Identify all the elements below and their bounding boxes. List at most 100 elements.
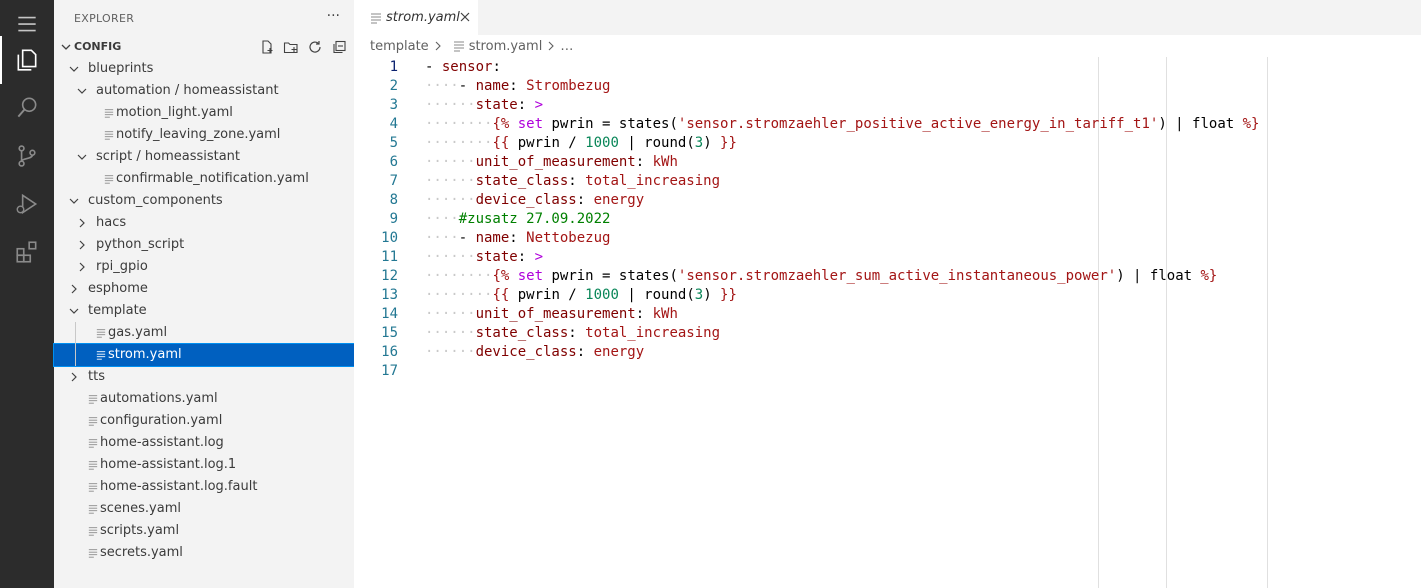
search-icon[interactable] [0, 84, 54, 132]
code-line: 5········{{ pwrin / 1000 | round(3) }} [354, 134, 1421, 153]
run-debug-icon[interactable] [0, 180, 54, 228]
extensions-icon[interactable] [0, 228, 54, 276]
code-token: pwrin = states( [543, 116, 678, 132]
refresh-icon[interactable] [306, 38, 324, 56]
line-number: 2 [389, 78, 398, 94]
code-token: {% [492, 116, 518, 132]
code-token: set [517, 268, 544, 284]
tree-item-label: hacs [96, 215, 127, 230]
code-token: {% [492, 268, 518, 284]
tree-folder[interactable]: rpi_gpio [54, 256, 354, 278]
tab-strom-yaml[interactable]: strom.yaml [354, 0, 478, 35]
code-token: : [517, 97, 535, 113]
code-token: ···· [425, 211, 459, 227]
line-text: ······unit_of_measurement: kWh [425, 153, 678, 172]
code-line: 2 ····- name: Strombezug [354, 77, 1421, 96]
tree-folder[interactable]: hacs [54, 212, 354, 234]
code-token: - [458, 78, 476, 94]
tree-file[interactable]: home-assistant.log.fault [54, 476, 354, 498]
tree-file[interactable]: scenes.yaml [54, 498, 354, 520]
menu-icon[interactable] [0, 0, 54, 48]
tree-folder[interactable]: python_script [54, 234, 354, 256]
line-text: ····- name: Strombezug [425, 77, 610, 96]
tree-item-label: template [88, 303, 147, 318]
tree-item-label: scenes.yaml [100, 501, 181, 516]
code-token: Strombezug [526, 78, 611, 94]
code-line: 8······device_class: energy [354, 191, 1421, 210]
code-line: 12········{% set pwrin = states('sensor.… [354, 267, 1421, 286]
chevron-right-icon [79, 262, 85, 272]
chevron-down-icon [61, 44, 71, 50]
code-token: : [576, 344, 594, 360]
line-text: ········{{ pwrin / 1000 | round(3) }} [425, 134, 737, 153]
code-token: : [635, 306, 653, 322]
tree-item-label: motion_light.yaml [116, 105, 233, 120]
explorer-icon[interactable] [0, 36, 54, 84]
tree-file[interactable]: confirmable_notification.yaml [54, 168, 354, 190]
tree-folder[interactable]: esphome [54, 278, 354, 300]
tree-folder[interactable]: script / homeassistant [54, 146, 354, 168]
code-token: 1000 [585, 287, 619, 303]
more-actions-icon[interactable]: ··· [326, 8, 340, 24]
code-line: 11······state: > [354, 248, 1421, 267]
code-token: : [517, 249, 535, 265]
line-number: 7 [389, 173, 398, 189]
code-token: - [425, 59, 442, 75]
code-line: 7······state_class: total_increasing [354, 172, 1421, 191]
tree-folder[interactable]: custom_components [54, 190, 354, 212]
vertical-ruler [1098, 57, 1099, 588]
breadcrumb-file[interactable]: strom.yaml [468, 38, 543, 54]
line-text: ········{% set pwrin = states('sensor.st… [425, 115, 1259, 134]
chevron-right-icon [435, 41, 441, 51]
code-token: ······ [425, 306, 476, 322]
line-number: 10 [381, 230, 398, 246]
tree-folder[interactable]: tts [54, 366, 354, 388]
tree-folder[interactable]: automation / homeassistant [54, 80, 354, 102]
file-lines-icon [88, 527, 98, 536]
code-token: #zusatz 27.09.2022 [458, 211, 611, 227]
tree-file[interactable]: motion_light.yaml [54, 102, 354, 124]
tree-item-label: home-assistant.log.fault [100, 479, 258, 494]
code-token: {{ [492, 287, 518, 303]
workspace-section-header[interactable]: CONFIG [54, 36, 354, 58]
tree-file[interactable]: gas.yaml [54, 322, 354, 344]
code-token: kWh [652, 154, 678, 170]
indent-guide [75, 322, 76, 366]
new-file-icon[interactable] [258, 38, 276, 56]
tree-item-label: esphome [88, 281, 148, 296]
file-lines-icon [104, 175, 114, 184]
file-lines-icon [88, 395, 98, 404]
collapse-all-icon[interactable] [330, 38, 348, 56]
code-token: ······ [425, 192, 476, 208]
close-icon[interactable] [458, 10, 472, 24]
file-lines-icon [104, 109, 114, 118]
file-lines-icon [96, 351, 106, 360]
breadcrumb-folder[interactable]: template [370, 38, 429, 54]
code-token: ········ [425, 116, 493, 132]
source-control-icon[interactable] [0, 132, 54, 180]
tree-folder[interactable]: template [54, 300, 354, 322]
line-text: ········{% set pwrin = states('sensor.st… [425, 267, 1217, 286]
code-token: ···· [425, 230, 459, 246]
tree-file[interactable]: strom.yaml [53, 343, 355, 367]
code-token: > [534, 97, 544, 113]
code-token: sensor [441, 59, 493, 75]
tree-file[interactable]: notify_leaving_zone.yaml [54, 124, 354, 146]
tree-file[interactable]: secrets.yaml [54, 542, 354, 564]
code-token: ······ [425, 325, 476, 341]
tree-file[interactable]: automations.yaml [54, 388, 354, 410]
code-token: : [576, 192, 594, 208]
tree-folder[interactable]: blueprints [54, 58, 354, 80]
new-folder-icon[interactable] [282, 38, 300, 56]
tree-file[interactable]: scripts.yaml [54, 520, 354, 542]
tree-file[interactable]: home-assistant.log [54, 432, 354, 454]
line-number: 11 [381, 249, 398, 265]
tree-file[interactable]: configuration.yaml [54, 410, 354, 432]
code-token: 'sensor.stromzaehler_sum_active_instanta… [677, 268, 1117, 284]
breadcrumb-more[interactable]: … [560, 38, 574, 54]
line-number: 16 [381, 344, 398, 360]
tree-file[interactable]: home-assistant.log.1 [54, 454, 354, 476]
code-line: 17 [354, 362, 1421, 381]
